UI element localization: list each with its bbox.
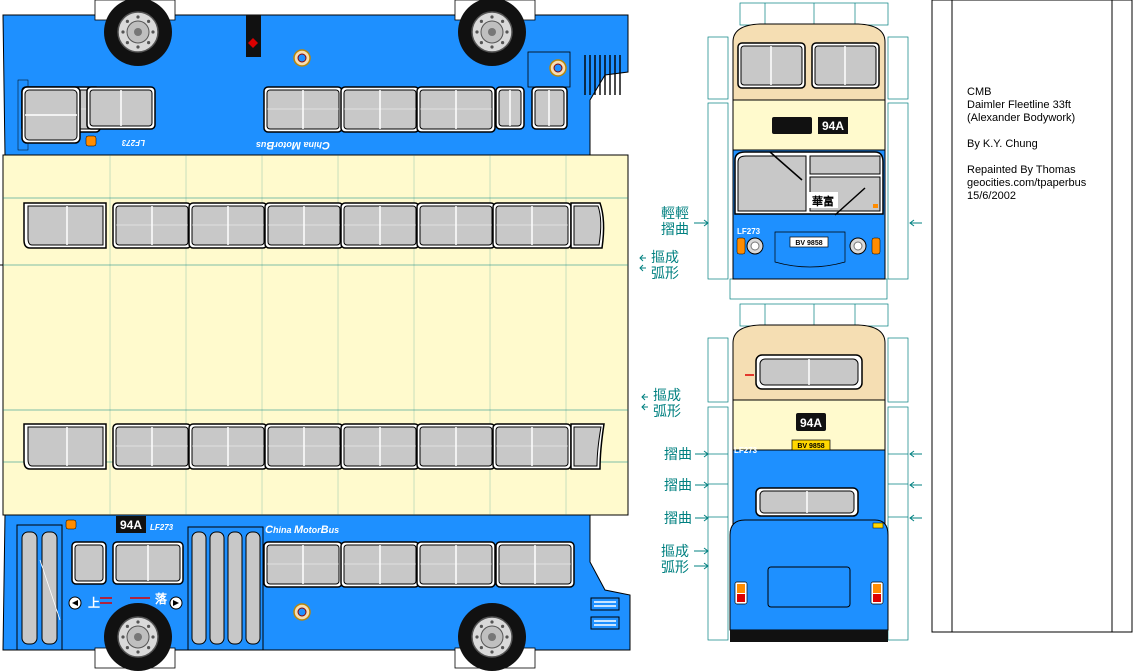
grille-icon xyxy=(590,597,620,611)
front-view: 94A 華富 LF273 BV 9858 xyxy=(707,2,909,300)
cmb-logo-icon xyxy=(293,603,311,621)
credits-text: CMB Daimler Fleetline 33ft (Alexander Bo… xyxy=(967,86,1117,203)
svg-text:94A: 94A xyxy=(800,416,822,430)
svg-text:LF273: LF273 xyxy=(737,227,761,236)
svg-text:摳成: 摳成 xyxy=(653,388,681,404)
svg-text:China MotorBus: China MotorBus xyxy=(265,524,339,536)
upper-side-panel xyxy=(2,14,629,156)
svg-text:BV 9858: BV 9858 xyxy=(797,443,824,450)
svg-text:華富: 華富 xyxy=(812,194,834,208)
route-display xyxy=(116,516,146,533)
svg-text:China MotorBus: China MotorBus xyxy=(256,139,330,151)
svg-text:摺曲: 摺曲 xyxy=(664,447,692,463)
svg-text:落: 落 xyxy=(155,591,168,606)
svg-text:94A: 94A xyxy=(822,119,844,133)
svg-text:94A: 94A xyxy=(120,518,142,532)
bus-wheel-icon xyxy=(103,602,173,672)
upper-deck-windows xyxy=(23,202,605,249)
upper-side-labels: LF273 China MotorBus xyxy=(121,138,330,151)
svg-text:摺曲: 摺曲 xyxy=(661,222,689,238)
svg-text:LF273: LF273 xyxy=(150,523,174,532)
svg-text:弧形: 弧形 xyxy=(651,266,679,282)
credit-site: geocities.com/tpaperbus xyxy=(967,177,1087,189)
svg-text:摳成: 摳成 xyxy=(651,250,679,266)
credit-author: By K.Y. Chung xyxy=(967,138,1038,150)
credit-date: 15/6/2002 xyxy=(967,190,1016,202)
lower-cream-windows xyxy=(23,423,605,470)
svg-text:輕輕: 輕輕 xyxy=(661,206,689,222)
svg-text:弧形: 弧形 xyxy=(653,404,681,420)
svg-text:摺曲: 摺曲 xyxy=(664,511,692,527)
svg-text:弧形: 弧形 xyxy=(661,560,689,576)
svg-text:摳成: 摳成 xyxy=(661,544,689,560)
svg-text:LF273: LF273 xyxy=(734,446,758,455)
credit-operator: CMB xyxy=(967,86,992,98)
svg-text:摺曲: 摺曲 xyxy=(664,478,692,494)
credit-model: Daimler Fleetline 33ft xyxy=(967,99,1071,111)
upper-side-windows xyxy=(21,15,621,147)
lower-side-details: 94A LF273 China MotorBus 上 落 xyxy=(16,516,620,651)
bus-wheel-icon xyxy=(103,0,173,67)
cmb-logo-icon xyxy=(293,49,311,67)
credits-frame xyxy=(931,0,1133,633)
guide-labels: 輕輕 摺曲 摳成 弧形 摳成 弧形 摺曲 摺曲 摺曲 摳成 弧形 xyxy=(639,206,922,576)
svg-text:BV 9858: BV 9858 xyxy=(795,240,822,247)
svg-text:LF273: LF273 xyxy=(121,138,145,147)
bus-wheel-icon xyxy=(457,0,527,67)
credit-bodywork: (Alexander Bodywork) xyxy=(967,112,1076,124)
bus-wheel-icon xyxy=(457,602,527,672)
rear-view: 94A BV 9858 LF273 xyxy=(707,303,909,642)
svg-text:上: 上 xyxy=(88,595,100,610)
cmb-logo-icon xyxy=(549,59,567,77)
credit-repaint: Repainted By Thomas xyxy=(967,164,1076,176)
grille-icon xyxy=(584,55,621,95)
